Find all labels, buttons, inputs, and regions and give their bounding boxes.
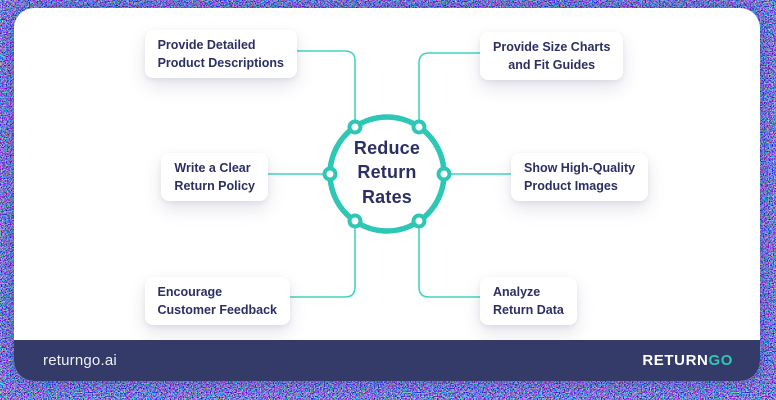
node-box-provide-size-charts-and-fit-guides: Provide Size Charts and Fit Guides [480,32,624,81]
center-title-line: Rates [361,186,413,207]
connector-node-right [436,166,452,182]
node-box-label-line: Write a Clear [174,161,251,175]
node-box-label-line: Encourage [157,285,223,299]
diagram-connectors [268,50,511,298]
center-title: Reduce Return Rates [307,136,467,209]
node-box-encourage-customer-feedback: Encourage Customer Feedback [144,277,290,326]
site-url: returngo.ai [43,352,117,369]
node-box-label-line: Return Policy [174,179,255,194]
center-title-line: Reduce [353,138,421,158]
node-box-label-line: Customer Feedback [157,303,277,318]
connector-line-bottom-left [290,222,356,298]
node-box-label-line: Analyze [493,285,541,299]
node-box-analyze-return-data: Analyze Return Data [480,277,577,326]
returngo-logo-return: RETURN [642,352,709,369]
connector-node-bottom-right [411,213,427,229]
footer-bar: returngo.ai RETURNGO [14,340,760,381]
connector-node-left [322,166,338,182]
node-box-provide-detailed-product-descriptions: Provide Detailed Product Descriptions [144,30,297,79]
node-box-label-line: Show High-Quality [524,161,636,175]
infographic-card: Reduce Return Rates Provide Detailed Pro… [14,8,760,381]
connector-node-top-right [411,119,427,135]
node-box-label-line: Product Descriptions [157,56,284,71]
center-title-line: Return [357,162,417,183]
node-box-label-line: and Fit Guides [508,58,596,73]
returngo-logo: RETURNGO [642,352,733,369]
node-box-label-line: Provide Detailed [157,38,256,52]
node-box-show-high-quality-product-images: Show High-Quality Product Images [511,153,649,202]
node-box-label-line: Product Images [524,179,618,194]
node-box-label-line: Return Data [493,303,564,318]
connector-line-top-left [297,50,356,127]
connector-line-bottom-right [418,222,480,298]
returngo-logo-go: GO [708,352,733,369]
connector-node-top-left [347,119,363,135]
connector-node-bottom-left [347,213,363,229]
connector-line-top-right [418,52,480,127]
node-box-write-a-clear-return-policy: Write a Clear Return Policy [161,153,268,202]
node-box-label-line: Provide Size Charts [493,40,611,54]
